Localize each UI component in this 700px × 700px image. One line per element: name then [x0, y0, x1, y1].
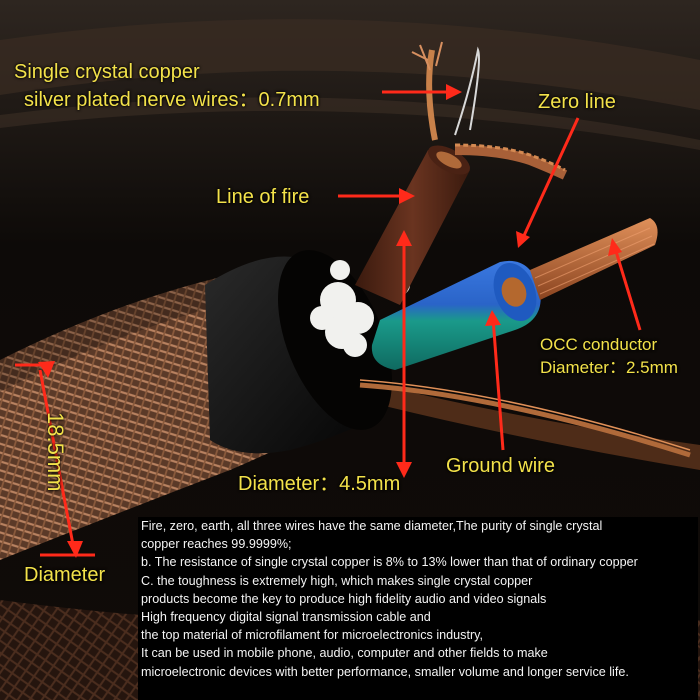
label-line-of-fire: Line of fire	[216, 186, 310, 208]
description-line: products become the key to produce high …	[141, 591, 547, 606]
label-inner-diameter: Diameter：4.5mm	[238, 473, 401, 495]
label-nerve-wires-line1: Single crystal copper	[14, 61, 200, 83]
arrow-outer-vertical	[38, 369, 76, 551]
label-occ-diameter: Diameter：2.5mm	[540, 358, 678, 377]
label-zero-line: Zero line	[538, 91, 616, 113]
description-line: C. the toughness is extremely high, whic…	[141, 573, 533, 588]
label-outer-diameter: Diameter	[24, 564, 106, 586]
description-panel: Fire, zero, earth, all three wires have …	[138, 517, 698, 700]
description-line: microelectronic devices with better perf…	[141, 664, 629, 679]
description-line: Fire, zero, earth, all three wires have …	[141, 519, 603, 533]
label-occ-conductor: OCC conductor	[540, 335, 658, 354]
label-ground-wire: Ground wire	[446, 455, 555, 477]
description-line: the top material of microfilament for mi…	[141, 628, 484, 643]
description-line: It can be used in mobile phone, audio, c…	[141, 646, 548, 661]
arrow-ground	[491, 317, 505, 451]
arrow-zero-line	[520, 117, 580, 241]
description-line: copper reaches 99.9999%;	[141, 537, 292, 552]
label-outer-size: 18.5mm	[43, 412, 68, 492]
label-nerve-wires-line2: silver plated nerve wires：0.7mm	[24, 89, 320, 111]
description-line: b. The resistance of single crystal copp…	[141, 555, 638, 570]
description-line: High frequency digital signal transmissi…	[141, 610, 431, 625]
arrow-occ	[613, 247, 642, 331]
